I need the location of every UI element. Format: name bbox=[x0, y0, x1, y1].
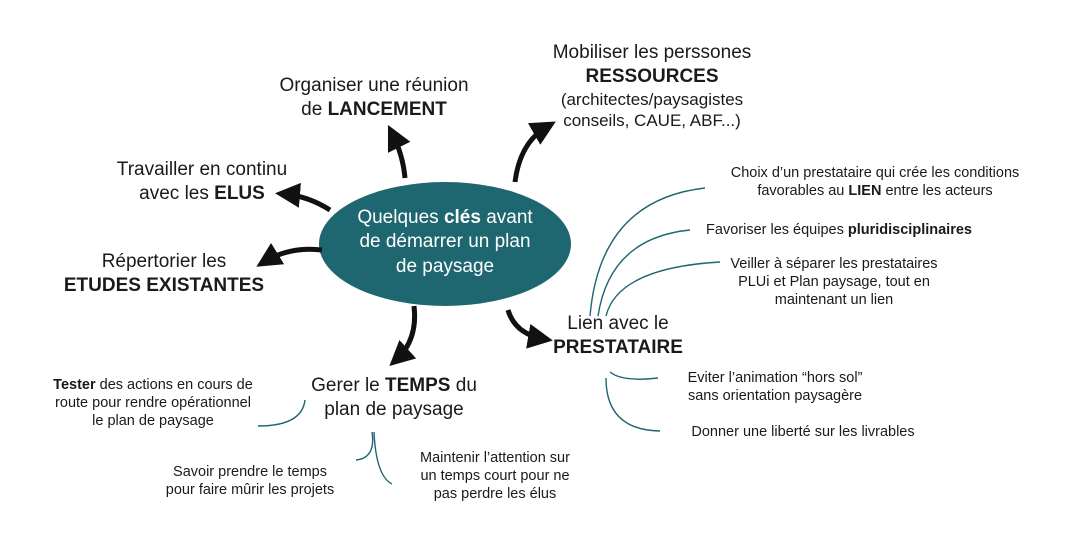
arrow-to-prestataire bbox=[505, 309, 553, 349]
link-murir bbox=[355, 431, 374, 461]
branch-lancement: Organiser une réunion de LANCEMENT bbox=[279, 75, 469, 120]
link-favoriser bbox=[597, 229, 691, 317]
arrow-to-lancement bbox=[387, 124, 411, 179]
link-liberte bbox=[605, 377, 661, 432]
detail-attention: Maintenir l’attention sur un temps court… bbox=[420, 450, 570, 503]
branch-ressources: Mobiliser les perssones RESSOURCES (arch… bbox=[552, 42, 752, 130]
arrow-to-etudes bbox=[256, 242, 323, 267]
link-eviter bbox=[609, 371, 659, 380]
arrow-to-temps bbox=[389, 305, 418, 367]
link-choix bbox=[589, 187, 706, 317]
detail-murir: Savoir prendre le temps pour faire mûrir… bbox=[165, 464, 335, 499]
detail-favoriser: Favoriser les équipes pluridisciplinaire… bbox=[706, 222, 972, 238]
arrow-to-ressources bbox=[512, 121, 556, 183]
branch-etudes: Répertorier les ETUDES EXISTANTES bbox=[63, 251, 265, 296]
detail-liberte: Donner une liberté sur les livrables bbox=[691, 424, 915, 440]
center-title: Quelques clés avant de démarrer un plan … bbox=[357, 207, 533, 277]
branch-elus: Travailler en continu avec les ELUS bbox=[116, 159, 288, 204]
link-attention bbox=[373, 431, 393, 485]
branch-prestataire: Lien avec le PRESTATAIRE bbox=[553, 313, 683, 358]
detail-tester: Tester des actions en cours de route pou… bbox=[53, 377, 253, 430]
arrow-to-elus bbox=[275, 182, 332, 213]
detail-eviter: Eviter l’animation “hors sol” sans orien… bbox=[687, 370, 863, 405]
detail-veiller: Veiller à séparer les prestataires PLUi … bbox=[730, 256, 938, 309]
link-tester bbox=[257, 399, 306, 427]
branch-temps: Gerer le TEMPS du plan de paysage bbox=[311, 375, 477, 420]
center-ellipse bbox=[319, 182, 571, 306]
detail-choix: Choix d’un prestataire qui crée les cond… bbox=[730, 165, 1020, 200]
link-veiller bbox=[605, 261, 721, 317]
